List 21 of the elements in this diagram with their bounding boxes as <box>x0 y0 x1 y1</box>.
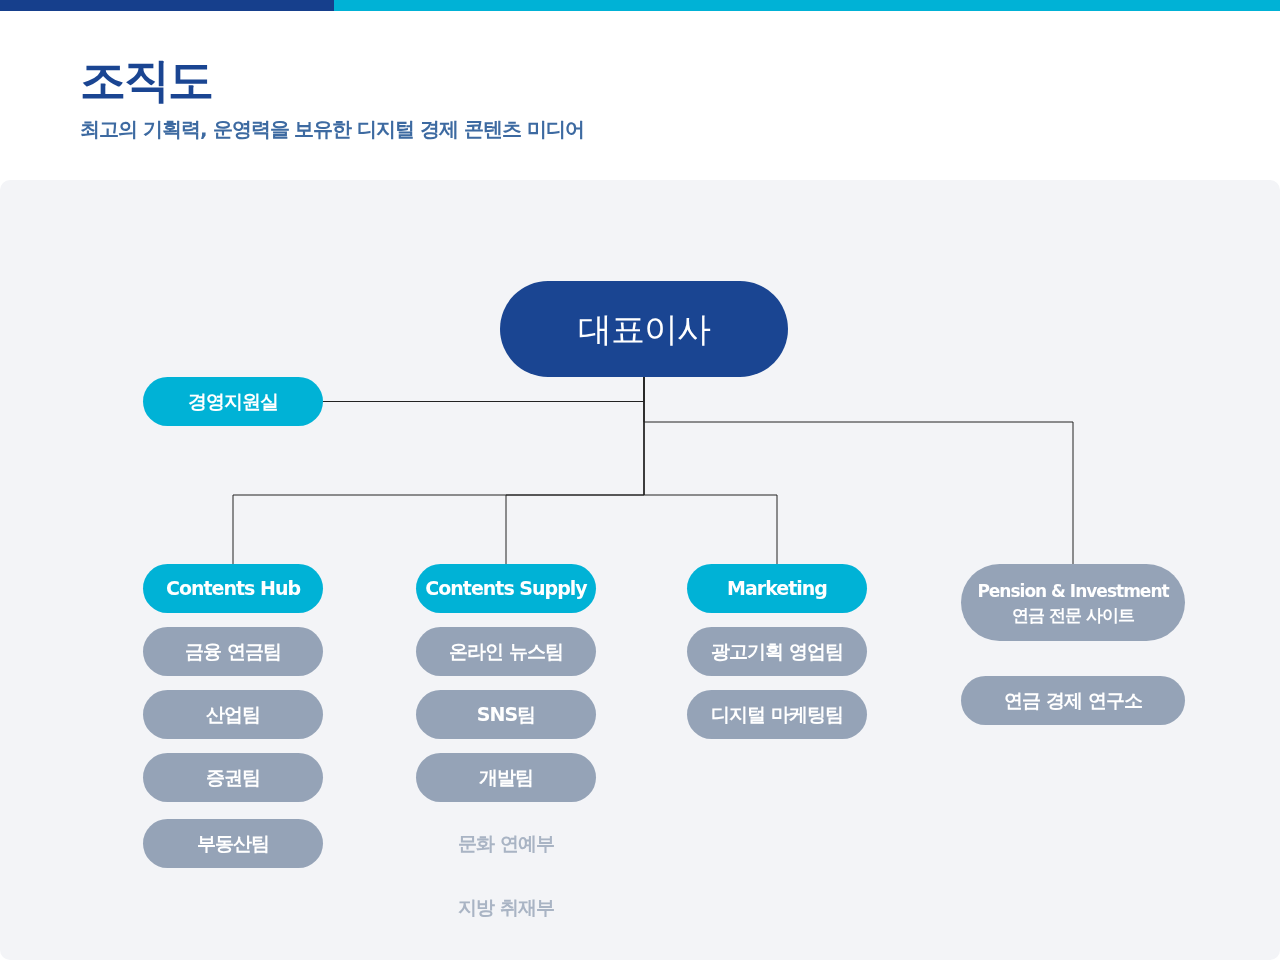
team-pill: 광고기획 영업팀 <box>687 627 867 676</box>
team-pill: 연금 경제 연구소 <box>961 676 1185 725</box>
team-pill: 증권팀 <box>143 753 323 802</box>
team-pill: 금융 연금팀 <box>143 627 323 676</box>
team-pill: 개발팀 <box>416 753 596 802</box>
subtitle: 최고의 기획력, 운영력을 보유한 디지털 경제 콘텐츠 미디어 <box>80 116 585 143</box>
ceo-pill: 대표이사 <box>500 281 788 377</box>
team-pill: 부동산팀 <box>143 819 323 868</box>
faint-label: 문화 연예부 <box>457 831 555 856</box>
department-pill: Contents Hub <box>143 564 323 613</box>
department-pill: Contents Supply <box>416 564 596 613</box>
department-pill: 경영지원실 <box>143 377 323 426</box>
department-pill: Marketing <box>687 564 867 613</box>
team-pill: 디지털 마케팅팀 <box>687 690 867 739</box>
faint-label: 지방 취재부 <box>457 895 555 920</box>
team-pill: 산업팀 <box>143 690 323 739</box>
title: 조직도 <box>80 52 212 109</box>
team-pill: 온라인 뉴스팀 <box>416 627 596 676</box>
team-pill: SNS팀 <box>416 690 596 739</box>
team-pill: Pension & Investment 연금 전문 사이트 <box>961 564 1185 641</box>
connector-line <box>643 376 1074 565</box>
